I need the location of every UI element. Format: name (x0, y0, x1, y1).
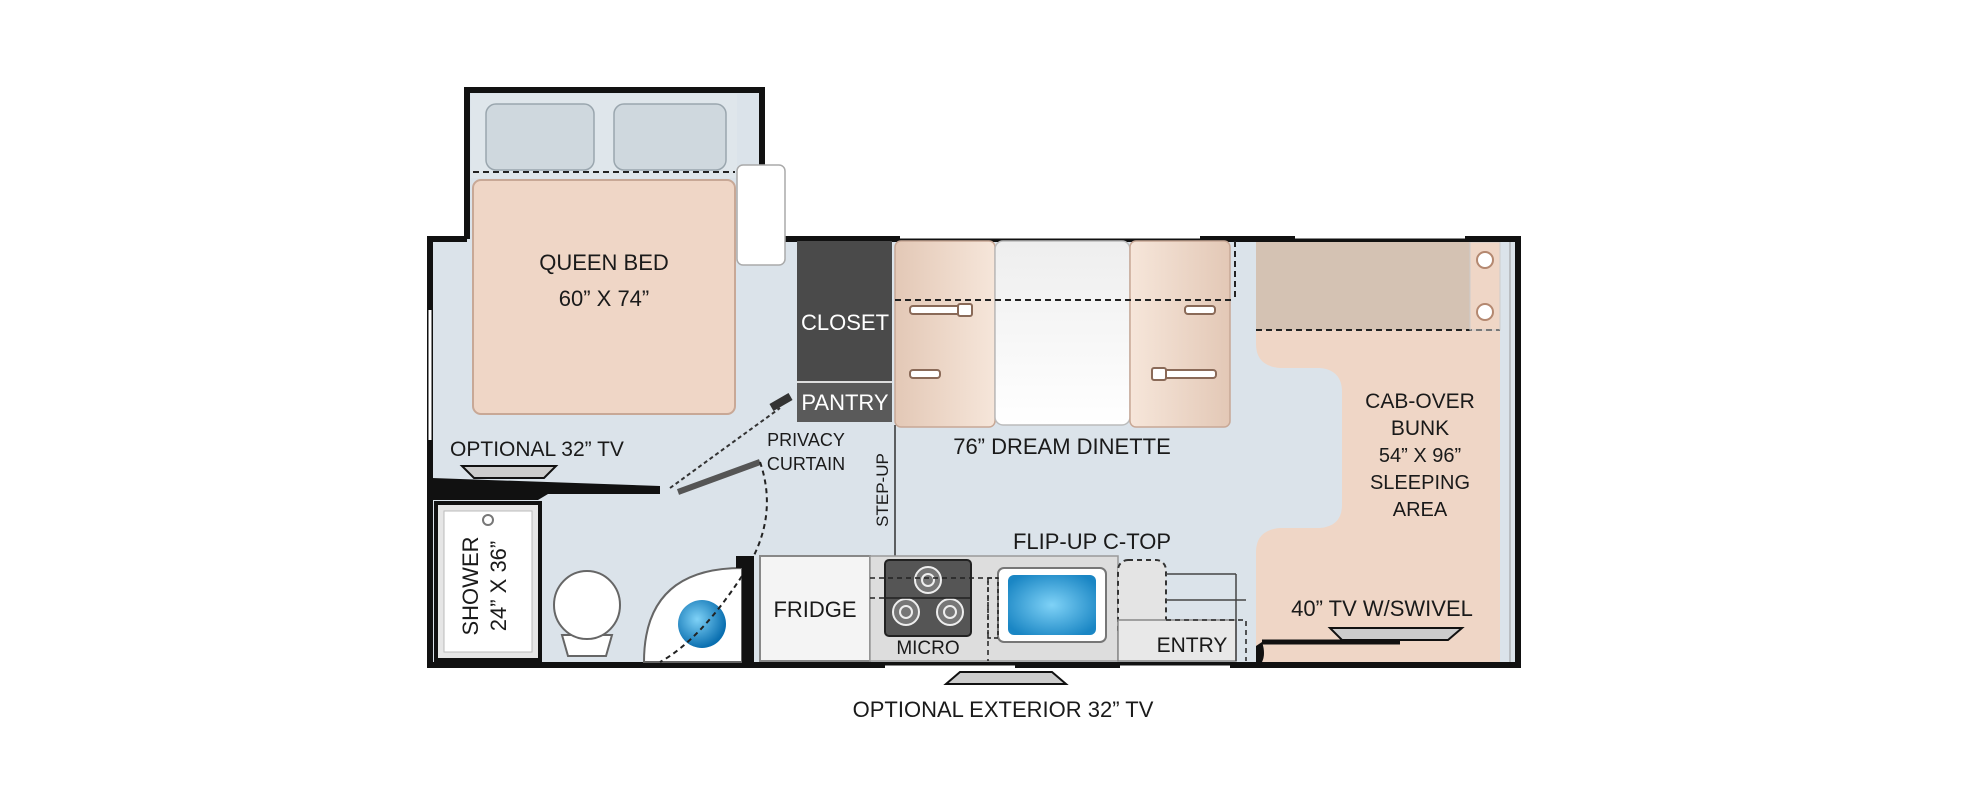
entry-steps (1117, 573, 1247, 662)
pantry (797, 382, 892, 422)
dinette-seat-right (1129, 240, 1231, 428)
cab-over-shelf (1256, 242, 1470, 330)
privacy-curtain-label-2: CURTAIN (767, 454, 845, 474)
optional-tv-icon (459, 465, 559, 479)
flip-up-label: FLIP-UP C-TOP (1013, 529, 1171, 554)
exterior-tv-icon (943, 671, 1069, 685)
queen-bed-size: 60” X 74” (559, 286, 650, 311)
cab-over-label-1: CAB-OVER (1365, 390, 1475, 413)
swivel-tv-icon (1327, 627, 1465, 641)
closet-label: CLOSET (801, 310, 889, 335)
shower-drain-icon (482, 514, 494, 526)
entry-label: ENTRY (1157, 634, 1228, 657)
dinette-label: 76” DREAM DINETTE (953, 434, 1171, 459)
nightstand (736, 164, 786, 266)
bathroom-wall (432, 478, 660, 500)
cab-over-bunk (1256, 240, 1500, 662)
windows (428, 235, 1465, 669)
seatbelt-icon (909, 303, 1217, 381)
cab-over-size: 54” X 96” (1379, 445, 1461, 467)
cab-light-icon (1476, 251, 1494, 269)
micro-label: MICRO (896, 638, 959, 659)
tv-swivel-label: 40” TV W/SWIVEL (1291, 596, 1473, 621)
queen-bed-title: QUEEN BED (539, 250, 669, 275)
pantry-label: PANTRY (801, 390, 889, 415)
burner-icon (892, 566, 964, 626)
cab-over-label-2: BUNK (1391, 417, 1449, 440)
step-up-label: STEP-UP (873, 453, 892, 527)
privacy-curtain-label-1: PRIVACY (767, 430, 845, 450)
exterior-tv-label: OPTIONAL EXTERIOR 32” TV (853, 697, 1154, 722)
pillow (485, 103, 595, 171)
toilet-icon (553, 570, 621, 657)
shower-label-2: 24” X 36” (486, 541, 511, 632)
closet (797, 241, 892, 382)
optional-tv-label: OPTIONAL 32” TV (450, 438, 624, 461)
privacy-curtain (669, 407, 781, 489)
bathroom-door (676, 459, 762, 495)
pillow (613, 103, 727, 171)
dinette-seat-left (894, 240, 996, 428)
cab-over-label-3: SLEEPING (1370, 472, 1470, 494)
queen-bed (472, 179, 736, 415)
dinette-table (994, 240, 1131, 426)
shower-label-1: SHOWER (458, 537, 483, 636)
cab-light-icon (1476, 303, 1494, 321)
bathroom-kitchen-wall (742, 556, 754, 663)
fridge-label: FRIDGE (773, 597, 856, 622)
cab-over-label-4: AREA (1393, 499, 1448, 521)
entry-door (1256, 642, 1264, 662)
bathroom-sink-bowl (678, 600, 726, 648)
